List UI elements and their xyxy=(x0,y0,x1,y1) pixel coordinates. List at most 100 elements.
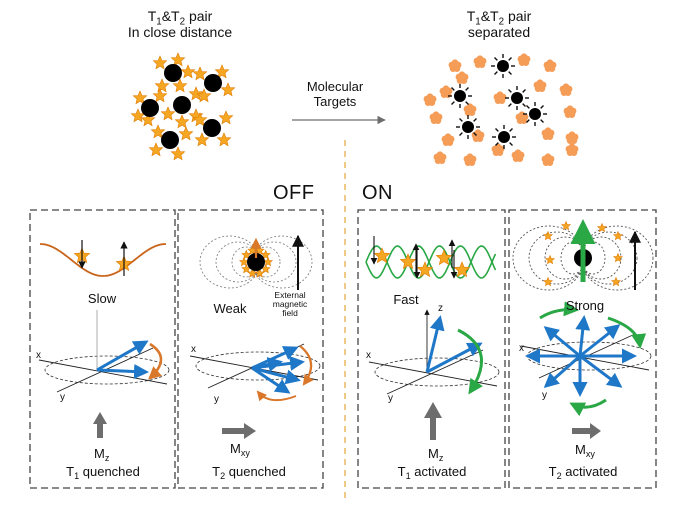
star-icon xyxy=(160,106,176,121)
ray xyxy=(495,128,499,132)
flower-center xyxy=(452,63,458,69)
ray xyxy=(526,105,530,109)
flower-center xyxy=(433,115,439,121)
axis-y-label: y xyxy=(542,390,547,401)
flower-icon xyxy=(493,91,507,104)
fast-label: Fast xyxy=(393,292,419,307)
star-icon xyxy=(220,82,236,97)
axis-x-label: x xyxy=(519,343,524,354)
t2-activated-label: T2 activated xyxy=(548,464,618,482)
star-icon xyxy=(174,114,190,129)
particle-icon xyxy=(173,96,191,114)
flower-icon xyxy=(463,103,477,116)
star-icon xyxy=(170,52,186,67)
ray xyxy=(494,57,498,61)
flower-center xyxy=(443,89,449,95)
flower-center xyxy=(567,109,573,115)
flower-center xyxy=(467,107,473,113)
flower-icon xyxy=(559,83,573,96)
star-icon xyxy=(148,142,164,157)
axis-y xyxy=(386,349,484,395)
precession-arrow xyxy=(539,301,579,320)
ray xyxy=(451,101,455,105)
flower-icon xyxy=(541,153,555,166)
t1-activated-label: T1 activated xyxy=(397,464,467,482)
axis-y-label: y xyxy=(60,392,65,403)
flower-icon xyxy=(463,153,477,166)
flower-center xyxy=(519,115,525,121)
star-icon xyxy=(238,256,250,267)
star-icon xyxy=(180,64,196,79)
particle-icon xyxy=(511,92,523,104)
flower-icon xyxy=(448,59,462,72)
star-icon xyxy=(172,78,188,93)
axis-y-label: y xyxy=(214,394,219,405)
particle-icon xyxy=(529,108,541,120)
axis-x-label: x xyxy=(366,350,371,361)
magnetization-vector xyxy=(579,324,621,358)
t2-quenched-label: T2 quenched xyxy=(212,464,286,482)
ray xyxy=(495,142,499,146)
particle-icon xyxy=(141,99,159,117)
particle-icon xyxy=(497,60,509,72)
flower-center xyxy=(477,59,483,65)
panel-box xyxy=(357,209,506,489)
left-cluster-title: T1&T2 pair In close distance xyxy=(127,8,233,41)
mxy-label: Mxy xyxy=(575,442,595,460)
ray xyxy=(540,119,544,123)
star-icon xyxy=(373,247,391,264)
right-cluster-title: T1&T2 pair separated xyxy=(466,8,532,41)
mxy-arrow xyxy=(572,423,601,439)
flower-center xyxy=(445,137,451,143)
flower-icon xyxy=(491,143,505,156)
field-line xyxy=(251,235,313,289)
ray xyxy=(508,57,512,61)
star-icon xyxy=(542,276,554,287)
flower-icon xyxy=(543,59,557,72)
star-icon xyxy=(192,112,208,127)
flower-center xyxy=(427,97,433,103)
star-icon xyxy=(612,252,624,263)
axis-y-label: y xyxy=(388,393,393,404)
ray xyxy=(459,118,463,122)
magnetization-vector xyxy=(251,366,291,394)
star-icon xyxy=(596,222,608,233)
mz-label: Mz xyxy=(94,446,110,464)
ray xyxy=(459,132,463,136)
flower-icon xyxy=(511,149,525,162)
flower-center xyxy=(545,157,551,163)
star-icon xyxy=(610,276,622,287)
flower-icon xyxy=(517,53,531,66)
ray xyxy=(473,118,477,122)
star-icon xyxy=(194,132,210,147)
precession-arrow xyxy=(607,316,647,349)
star-icon xyxy=(262,256,274,267)
mz-label: Mz xyxy=(428,446,444,464)
flower-center xyxy=(459,75,465,81)
flower-center xyxy=(521,57,527,63)
precession-arrow xyxy=(256,390,297,402)
ray xyxy=(522,103,526,107)
flower-icon xyxy=(471,129,485,142)
flower-icon xyxy=(429,111,443,124)
mz-arrow xyxy=(93,412,107,438)
star-icon xyxy=(247,268,258,278)
ray xyxy=(509,128,513,132)
ray xyxy=(465,87,469,91)
axis-x-label: x xyxy=(36,350,41,361)
star-icon xyxy=(218,110,234,125)
precession-orbit xyxy=(374,357,500,387)
flower-center xyxy=(569,147,575,153)
ray xyxy=(508,89,512,93)
ray xyxy=(451,87,455,91)
flower-icon xyxy=(441,133,455,146)
star-icon xyxy=(612,230,624,241)
particle-icon xyxy=(161,131,179,149)
star-icon xyxy=(542,230,554,241)
magnetization-vector xyxy=(579,354,623,388)
star-icon xyxy=(192,66,208,81)
star-icon xyxy=(214,64,230,79)
